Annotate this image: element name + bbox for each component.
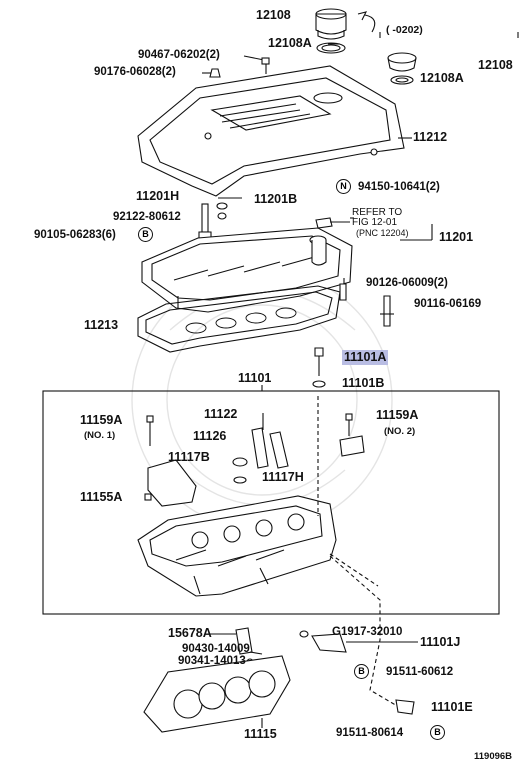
label-11101A[interactable]: 11101A [342,350,389,365]
cylinder-head-group-frame [42,390,500,615]
label-90116: 90116-06169 [414,298,482,310]
label-12108-top: 12108 [256,8,291,22]
label-91511-80614: 91511-80614 [336,727,404,739]
label-11155A: 11155A [80,490,123,504]
label-15678A: 15678A [168,626,212,640]
cylinder-head [137,495,337,597]
engine-cover [137,65,405,197]
label-91511-60612: 91511-60612 [386,666,454,678]
marker-b-3: B [430,725,445,740]
oil-filler-cap [315,8,376,54]
label-11201H: 11201H [136,189,180,203]
marker-b-2: B [354,664,369,679]
label-no1: (NO. 1) [84,430,116,441]
label-90105: 90105-06283(6) [34,229,116,241]
label-90126: 90126-06009(2) [366,277,448,289]
label-90176: 90176-06028(2) [94,66,176,78]
diagram-id: 119096B [474,751,513,762]
refer-line-3: (PNC 12204) [356,228,409,238]
label-12108-right: 12108 [478,58,513,72]
label-11115: 11115 [244,727,277,741]
label-11159A-right: 11159A [376,408,419,422]
label-92122: 92122-80612 [113,211,181,223]
label-11201B: 11201B [254,192,298,206]
label-11212: 11212 [413,130,448,144]
label-G1917: G1917-32010 [332,626,403,638]
label-no2: (NO. 2) [384,426,416,437]
cylinder-head-cover [141,227,353,313]
label-11101E: 11101E [431,700,473,714]
label-94150: 94150-10641(2) [358,181,440,193]
label-12108A-top: 12108A [268,36,312,50]
label-11117H: 11117H [262,470,304,484]
refer-line-1: REFER TO [352,207,403,218]
marker-b: B [138,227,153,242]
label-11101: 11101 [238,371,272,385]
label-0202: ( -0202) [386,24,423,36]
label-11159A-left: 11159A [80,413,123,427]
label-11126: 11126 [193,429,227,443]
label-11122: 11122 [204,407,238,421]
label-11101B: 11101B [342,376,385,390]
refer-line-2: FIG 12-01 [352,217,398,228]
head-gasket [143,655,291,733]
label-11117B: 11117B [168,450,210,464]
label-12108A-right: 12108A [420,71,464,85]
label-90430: 90430-14009 [182,643,250,655]
label-11213: 11213 [84,318,119,332]
label-90341: 90341-14013 [178,655,246,667]
label-11101J: 11101J [420,635,461,649]
head-cover-gasket [137,285,341,353]
marker-n: N [336,179,351,194]
label-90467: 90467-06202(2) [138,49,220,61]
oil-filler-cap-alt [387,52,417,85]
label-11201: 11201 [439,230,474,244]
